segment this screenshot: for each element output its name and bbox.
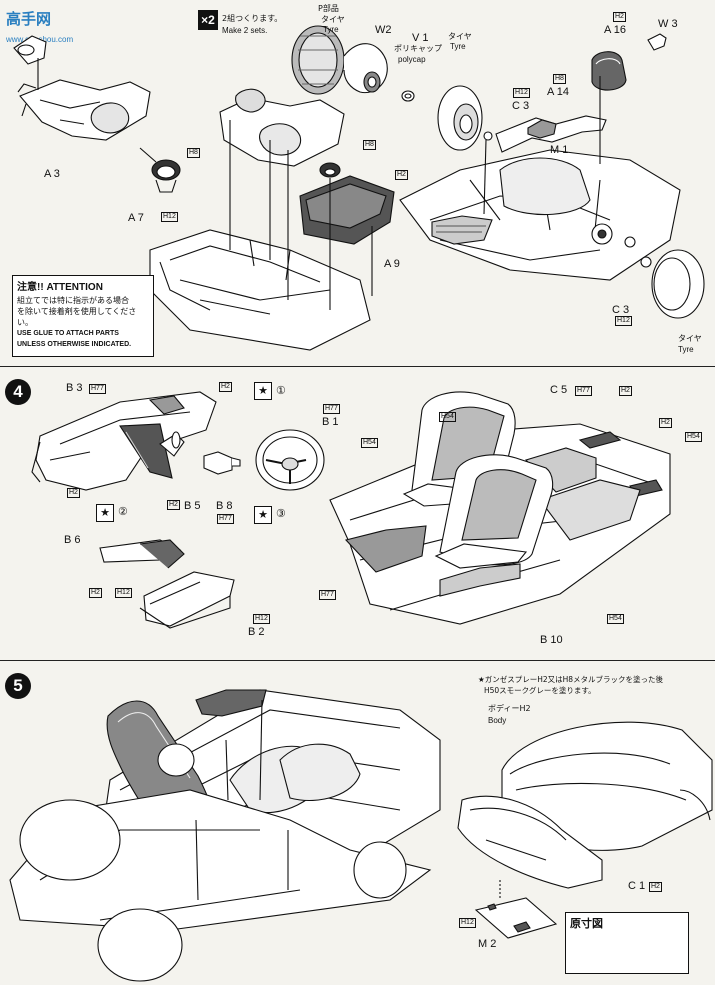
label-c5: C 5 (550, 384, 568, 396)
label-b3: B 3 (66, 382, 83, 394)
label-h2-a16: H2 (613, 12, 626, 22)
label-body-jp: ボディーH2 (488, 704, 531, 713)
divider-step3-4 (0, 366, 715, 367)
tire-wheel-w2-drawing (291, 25, 415, 102)
label-h2-top: H2 (219, 382, 232, 392)
label-h2-b3: H2 (67, 488, 80, 498)
label-body-en: Body (488, 716, 507, 725)
label-tire3-jp: タイヤ (678, 334, 702, 343)
suspension-arm-left-drawing (13, 35, 151, 141)
label-circ1: ① (276, 385, 286, 397)
label-h8-mid: H8 (363, 140, 376, 150)
label-v1: V 1 (412, 32, 429, 44)
license-plate-m2-drawing (474, 897, 558, 939)
attention-box: 注意!! ATTENTION 組立てでは特に指示がある場合 を除いて接着剤を使用… (12, 275, 154, 357)
attention-jp-2: を除いて接着剤を使用してください。 (17, 307, 137, 327)
label-h8-a7: H8 (187, 148, 200, 158)
label-h2-b5: H2 (167, 500, 180, 510)
watermark-main: 高手网 (6, 11, 52, 28)
label-h77-b3: H77 (89, 384, 106, 394)
label-a16: A 16 (604, 24, 627, 36)
label-a3: A 3 (44, 168, 60, 180)
suspension-center-drawing (219, 88, 395, 245)
label-h12-c3: H12 (513, 88, 530, 98)
rear-axle-step3-drawing (399, 33, 705, 319)
label-w2: W2 (375, 24, 392, 36)
label-b8: B 8 (216, 500, 233, 512)
label-h54-r: H54 (685, 432, 702, 442)
label-h12-m2: H12 (459, 918, 476, 928)
label-a9: A 9 (384, 258, 400, 270)
label-h77-b8: H77 (217, 514, 234, 524)
label-c3: C 3 (512, 100, 530, 112)
label-p-parts: P部品 (318, 4, 339, 13)
label-h2-mid: H2 (395, 170, 408, 180)
star-mark-1: ★ (254, 382, 272, 400)
label-h77-b1: H77 (323, 404, 340, 414)
star-mark-3: ★ (254, 506, 272, 524)
step5-note-2: H50スモークグレーを塗ります。 (484, 686, 596, 695)
label-c3b: C 3 (612, 304, 630, 316)
label-h2-b6: H2 (89, 588, 102, 598)
label-tire3-en: Tyre (678, 345, 694, 354)
dashboard-b3-drawing (31, 391, 217, 491)
label-c1: C 1 (628, 880, 646, 892)
label-h54-l: H54 (361, 438, 378, 448)
label-a14: A 14 (547, 86, 570, 98)
attention-title: 注意!! ATTENTION (17, 282, 103, 293)
actual-size-title: 原寸図 (570, 917, 603, 930)
car-interior-assembly-drawing (9, 689, 441, 982)
label-h77-low: H77 (319, 590, 336, 600)
attention-jp-1: 組立てでは特に指示がある場合 (17, 296, 129, 305)
hub-a7-drawing (139, 147, 181, 193)
label-w3: W 3 (658, 18, 678, 30)
label-b5: B 5 (184, 500, 201, 512)
label-tire-en: Tyre (323, 25, 339, 34)
label-b1: B 1 (322, 416, 339, 428)
step5-note-1: ★ガンゼスプレーH2又はH8メタルブラックを塗った後 (478, 675, 664, 684)
actual-size-diagram-box: 原寸図 (565, 912, 689, 974)
label-b6: B 6 (64, 534, 81, 546)
label-polycap-jp: ポリキャップ (394, 44, 442, 53)
label-h12-b6: H12 (115, 588, 132, 598)
label-tire2-jp: タイヤ (448, 32, 472, 41)
seat-right-drawing (434, 454, 554, 569)
make-2-sets-en: Make 2 sets. (222, 26, 268, 35)
switch-b8-drawing (203, 451, 241, 475)
label-circ2: ② (118, 506, 128, 518)
label-a7: A 7 (128, 212, 144, 224)
console-b6-b2-drawing (99, 539, 235, 629)
step-5-number: 5 (5, 673, 31, 699)
chassis-floor-step3-drawing (149, 120, 373, 351)
label-tire-jp: タイヤ (321, 15, 345, 24)
label-h54-a: H54 (439, 412, 456, 422)
label-h8-a14: H8 (553, 74, 566, 84)
label-h2-c1: H2 (649, 882, 662, 892)
label-polycap-en: polycap (398, 55, 426, 64)
label-h12-b2: H12 (253, 614, 270, 624)
label-h77-c5: H77 (575, 386, 592, 396)
label-circ3: ③ (276, 508, 286, 520)
label-b2: B 2 (248, 626, 265, 638)
body-shell-drawing (501, 721, 713, 851)
attention-en-1: USE GLUE TO ATTACH PARTS (17, 330, 119, 337)
label-h2-c5: H2 (619, 386, 632, 396)
label-h12-c3b: H12 (615, 316, 632, 326)
label-h12-a7: H12 (161, 212, 178, 222)
step-4-number: 4 (5, 379, 31, 405)
attention-en-2: UNLESS OTHERWISE INDICATED. (17, 341, 132, 348)
label-h2-r: H2 (659, 418, 672, 428)
divider-step4-5 (0, 660, 715, 661)
front-bumper-c1-drawing (457, 795, 603, 889)
star-mark-2: ★ (96, 504, 114, 522)
x2-badge: ×2 (198, 10, 218, 30)
label-m1: M 1 (550, 144, 569, 156)
steering-wheel-b1-drawing (255, 429, 325, 491)
label-h54-low: H54 (607, 614, 624, 624)
label-m2: M 2 (478, 938, 497, 950)
label-b10: B 10 (540, 634, 563, 646)
make-2-sets-jp: 2組つくります。 (222, 14, 283, 23)
label-tire2-en: Tyre (450, 42, 466, 51)
